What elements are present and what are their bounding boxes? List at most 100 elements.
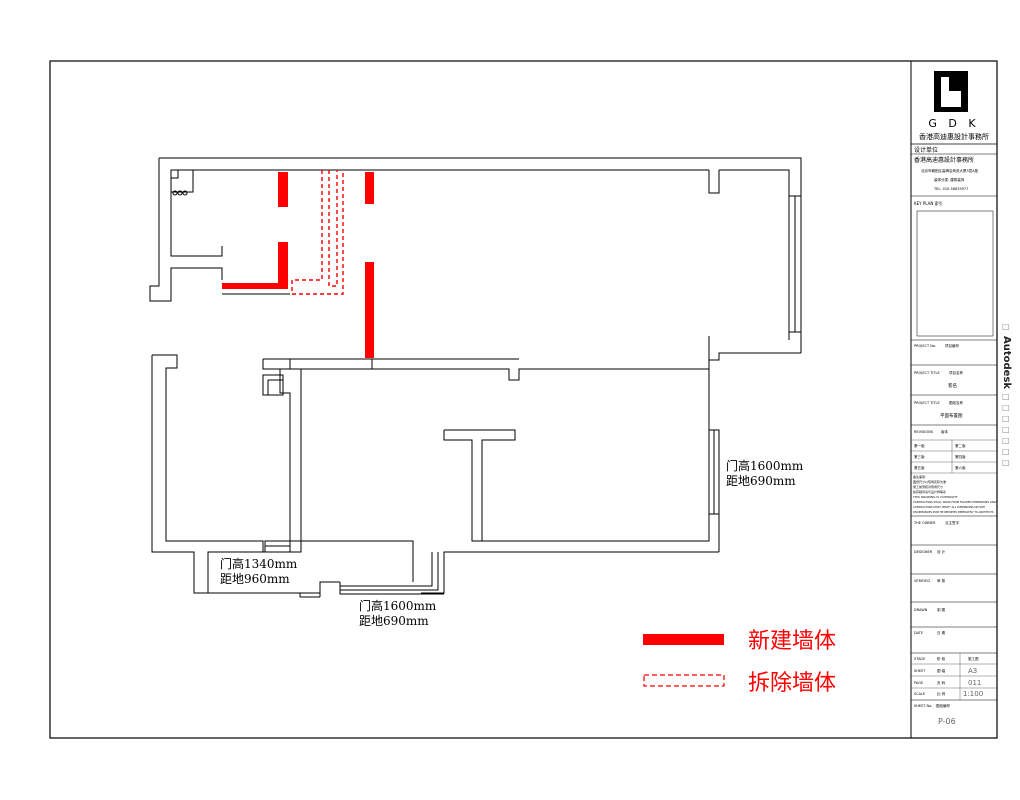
project-title-label: PROJECT TITLE — [914, 371, 940, 375]
sheet-no-label: SHEET No. — [914, 704, 932, 708]
autodesk-box-3: □ — [1002, 414, 1010, 423]
revisions-label: REVISIONS — [914, 430, 934, 434]
rev-row3-a: 第五版 — [914, 465, 925, 470]
lower-right-outer — [421, 551, 719, 594]
project-no-label: PROJECT No. — [914, 344, 936, 348]
door-note-left: 门高1340mm 距地960mm — [220, 556, 298, 586]
stage-label: STAGE — [914, 657, 925, 661]
door-note-bottom-line2: 距地690mm — [359, 614, 429, 628]
logo-company: 香港高迪惠設計事務所 — [919, 132, 989, 141]
sheet-no-value: P-06 — [938, 717, 956, 726]
address-line2: 装饰分类: 建筑装饰 — [934, 177, 965, 182]
legend-new-wall-swatch — [643, 634, 724, 645]
page-cn: 页 码 — [937, 680, 946, 685]
legend-demolished-label: 拆除墙体 — [748, 671, 836, 696]
address-line1: 北京市朝阳区高碑店商务大厦5层A座 — [921, 168, 979, 173]
note-line-1: 图纸尺寸以现场实际为准 — [913, 479, 946, 484]
left-room-right — [263, 368, 291, 541]
scale-value: 1:100 — [963, 690, 983, 698]
floor-plan — [149, 157, 802, 598]
project-title-value: 客名 — [948, 382, 957, 389]
sheet-label: SHEET — [914, 669, 926, 673]
sheet-border — [49, 60, 998, 739]
note-line-7: DISCREPANCIES MUST BE REPORTED IMMEDIATE… — [913, 511, 994, 514]
rev-row1-b: 第二版 — [955, 443, 966, 448]
door-note-bottom-line1: 门高1600mm — [359, 598, 437, 613]
new-wall-2 — [278, 242, 288, 289]
note-line-3: 如有疑问请与设计师联系 — [913, 489, 946, 494]
left-inner-wall — [170, 170, 223, 257]
drawn-label: DRAWN — [914, 608, 928, 612]
project-title2-label: PROJECT TITLE — [914, 401, 940, 405]
legend: 新建墙体 拆除墙体 — [643, 629, 836, 696]
page-label: PAGE — [914, 681, 923, 685]
note-line-4: THIS DRAWING IS COPYRIGHT — [912, 495, 958, 499]
kitchen-circle-c — [182, 190, 188, 196]
page-value: 011 — [968, 679, 981, 687]
designer-label: DESIGNER — [914, 550, 933, 554]
key-plan-label: KEY PLAN 索引 — [914, 200, 943, 206]
stub-wall-right-mid — [708, 336, 801, 361]
demolished-walls — [291, 170, 344, 295]
stage-value: 施工图 — [968, 656, 979, 661]
rev-row2-b: 第四版 — [955, 454, 966, 459]
autodesk-box-2: □ — [1002, 403, 1010, 412]
title-block: G D K 香港高迪惠設計事務所 设计单位 香港高迪惠設計事務所 北京市朝阳区高… — [910, 60, 998, 739]
note-line-5: CONTRACTORS SHALL WORK FROM FIGURED DIME… — [913, 500, 997, 504]
legend-demolished-swatch — [643, 674, 725, 687]
stage-cn: 阶 段 — [937, 656, 946, 661]
sheet-value: A3 — [968, 667, 977, 675]
autodesk-box-0: □ — [1002, 322, 1010, 331]
design-unit-label: 设计单位 — [914, 146, 938, 154]
door-note-left-line2: 距地960mm — [220, 572, 290, 586]
revisions-cn: 版本 — [941, 429, 949, 434]
drawn-cn: 制 图 — [937, 607, 946, 612]
scale-label: SCALE — [914, 692, 925, 696]
owner-value: 业主签字 — [945, 520, 959, 525]
designer-cn: 设 计 — [937, 549, 946, 554]
new-wall-5 — [365, 262, 374, 358]
autodesk-label: Autodesk — [1001, 336, 1012, 389]
rev-row2-a: 第三版 — [914, 454, 925, 459]
stub-wall-right-top — [708, 170, 720, 194]
legend-new-wall-label: 新建墙体 — [748, 629, 836, 654]
new-walls — [222, 172, 374, 358]
note-line-6: CONTRACTORS MUST VERIFY ALL DIMENSIONS O… — [913, 505, 985, 509]
key-plan-box — [916, 210, 994, 337]
lower-left-outer — [208, 581, 340, 594]
autodesk-box-5: □ — [1002, 436, 1010, 445]
project-title2-cn: 图纸名称 — [949, 400, 963, 405]
address-line3: TEL: 010-58635977 — [933, 187, 968, 191]
note-line-2: 施工前须核对现场尺寸 — [913, 484, 943, 489]
rev-row3-b: 第六版 — [955, 465, 966, 470]
demolished-wall-a — [291, 170, 344, 295]
new-wall-3 — [222, 283, 288, 289]
design-unit-name: 香港高迪惠設計事務所 — [914, 156, 974, 164]
verified-cn: 审 核 — [937, 578, 946, 583]
left-outer-wall — [149, 158, 223, 302]
logo: G D K 香港高迪惠設計事務所 — [919, 71, 989, 141]
owner-label: THE OWNER — [913, 521, 936, 525]
autodesk-box-7: □ — [1002, 458, 1010, 467]
door-note-left-line1: 门高1340mm — [220, 556, 298, 571]
door-note-right-line1: 门高1600mm — [726, 458, 804, 473]
project-no-value: 项目编号 — [945, 343, 959, 348]
demolished-wall-b — [328, 170, 338, 287]
autodesk-stamp: □ Autodesk □ □ □ □ □ □ □ — [1001, 322, 1012, 467]
door-note-right-line2: 距地690mm — [726, 474, 796, 488]
closet-box — [262, 374, 284, 396]
right-room-bottom — [482, 514, 710, 542]
kitchen-circle-a — [172, 190, 178, 196]
autodesk-box-1: □ — [1002, 392, 1010, 401]
rev-row1-a: 第一版 — [914, 443, 925, 448]
logo-text: G D K — [928, 117, 979, 130]
note-line-0: 备注事项: — [913, 474, 926, 479]
project-title2-value: 平面布置图 — [940, 412, 963, 419]
sheet-cn: 图 幅 — [937, 668, 946, 673]
autodesk-box-6: □ — [1002, 447, 1010, 456]
autodesk-box-4: □ — [1002, 425, 1010, 434]
date-cn: 日 期 — [937, 630, 946, 635]
scale-cn: 比 例 — [937, 691, 946, 696]
sheet-no-cn: 图纸编号 — [936, 703, 950, 708]
